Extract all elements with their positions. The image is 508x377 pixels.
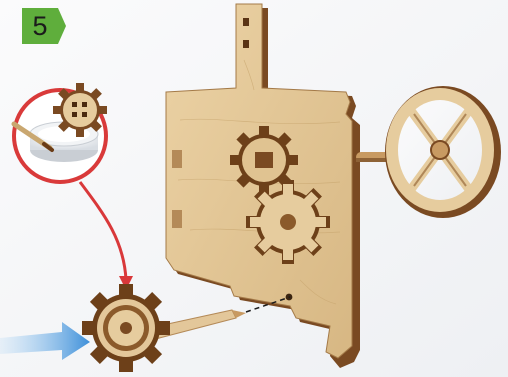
step-number: 5	[24, 9, 56, 43]
large-gear	[246, 180, 330, 264]
loose-small-gear	[82, 284, 170, 372]
handwheel	[385, 86, 501, 218]
